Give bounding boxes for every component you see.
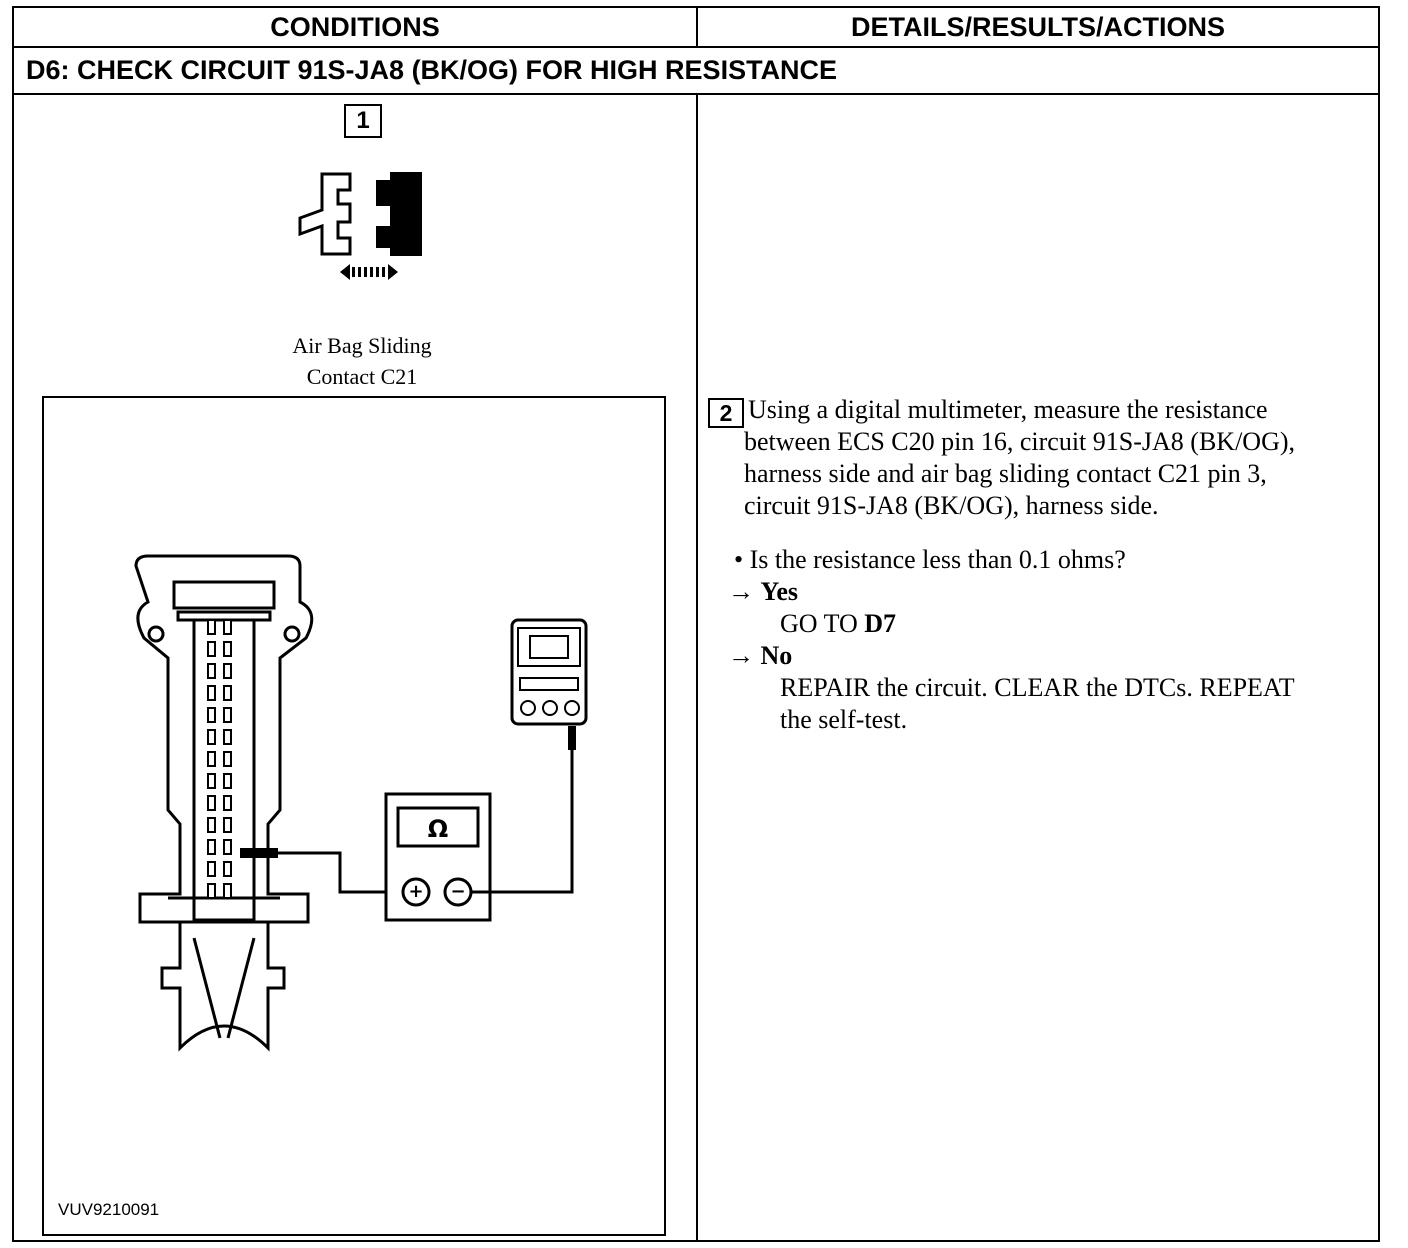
question: • Is the resistance less than 0.1 ohms? (734, 545, 1126, 574)
yes-action: GO TO D7 (728, 608, 1368, 640)
step-2-instructions-cont: between ECS C20 pin 16, circuit 91S-JA8 … (744, 426, 1368, 522)
conditions-header: CONDITIONS (270, 12, 440, 42)
yes-action-prefix: GO TO (780, 609, 858, 638)
caption-line-2: Contact C21 (306, 364, 418, 389)
header-divider (696, 8, 698, 46)
instruction-line-4: circuit 91S-JA8 (BK/OG), harness side. (744, 491, 1159, 520)
yes-action-target: D7 (864, 609, 897, 638)
details-header: DETAILS/RESULTS/ACTIONS (850, 12, 1225, 42)
instruction-line-3: harness side and air bag sliding contact… (744, 459, 1267, 488)
connector-disconnect-icon (298, 172, 422, 280)
title-row: D6: CHECK CIRCUIT 91S-JA8 (BK/OG) FOR HI… (14, 48, 1378, 95)
instruction-line-1: Using a digital multimeter, measure the … (748, 395, 1268, 424)
connector-caption: Air Bag Sliding Contact C21 (232, 330, 492, 392)
yes-label: Yes (760, 577, 799, 606)
decision-block: • Is the resistance less than 0.1 ohms? … (728, 544, 1368, 736)
ohm-symbol: Ω (427, 815, 449, 843)
negative-terminal: − (450, 881, 466, 902)
step-2-instructions: Using a digital multimeter, measure the … (748, 394, 1372, 426)
instruction-line-2: between ECS C20 pin 16, circuit 91S-JA8 … (744, 427, 1296, 456)
caption-line-1: Air Bag Sliding (292, 333, 432, 358)
no-arrow: → (728, 641, 754, 670)
yes-arrow: → (728, 577, 754, 606)
column-divider (696, 95, 698, 1240)
circuit-illustration (134, 554, 588, 1052)
step-title: D6: CHECK CIRCUIT 91S-JA8 (BK/OG) FOR HI… (26, 55, 838, 85)
no-branch: → No (728, 640, 1368, 672)
step-2-number: 2 (708, 398, 744, 428)
diagnostic-table: CONDITIONS DETAILS/RESULTS/ACTIONS D6: C… (12, 6, 1380, 1242)
step-1-number: 1 (344, 104, 382, 138)
figure-id: VUV9210091 (58, 1200, 160, 1219)
header-row: CONDITIONS DETAILS/RESULTS/ACTIONS (14, 8, 1378, 48)
positive-terminal: + (408, 881, 424, 902)
no-label: No (760, 641, 793, 670)
no-action-line-2: the self-test. (780, 705, 908, 734)
yes-branch: → Yes (728, 576, 1368, 608)
no-action-line-1: REPAIR the circuit. CLEAR the DTCs. REPE… (780, 673, 1295, 702)
test-illustration: Ω + − VUV9210091 (42, 396, 666, 1236)
